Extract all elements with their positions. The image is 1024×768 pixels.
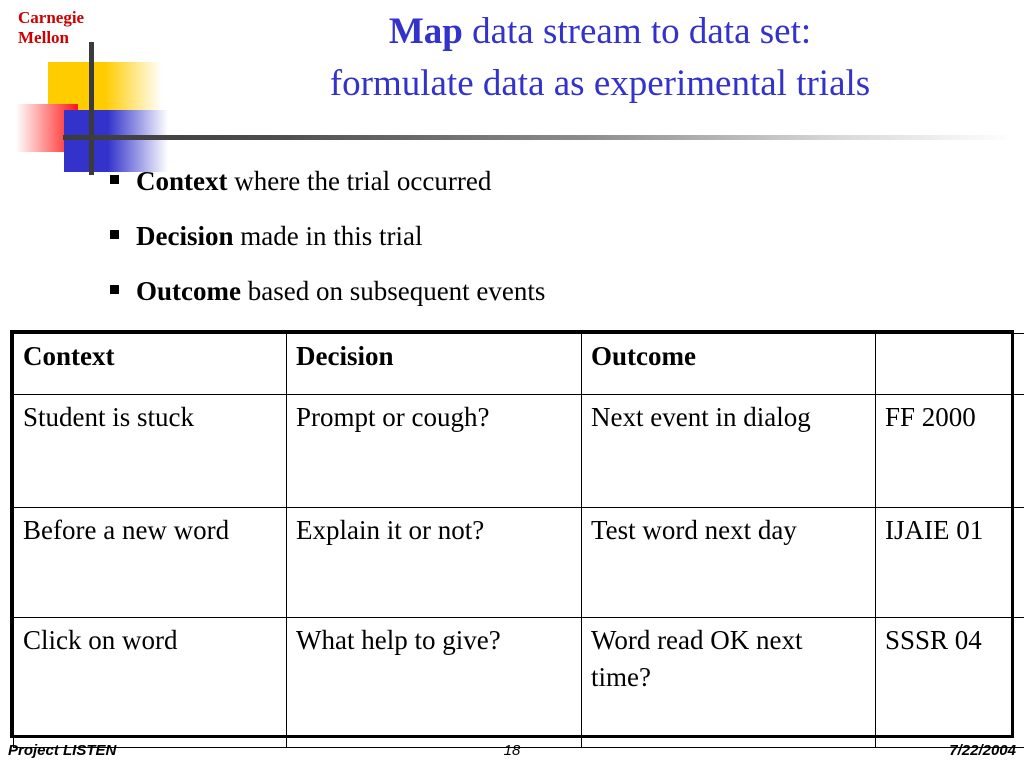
footer-page-number: 18 [503, 742, 521, 759]
bullet-list: Context where the trial occurred Decisio… [110, 166, 890, 331]
bullet-item-text: Decision made in this trial [136, 221, 422, 252]
logo-blue-square [64, 110, 108, 172]
slide-title-line-1-rest: data stream to data set: [462, 11, 812, 52]
table-row: Click on word What help to give? Word re… [13, 617, 1024, 748]
bullet-item-text: Context where the trial occurred [136, 166, 491, 197]
table-cell-context: Click on word [13, 617, 287, 748]
square-bullet-icon [110, 230, 119, 239]
table-header-outcome: Outcome [581, 333, 876, 395]
bullet-item: Decision made in this trial [110, 221, 890, 276]
table-header-context: Context [13, 333, 287, 395]
table-cell-reference: IJAIE 01 [875, 507, 1024, 618]
bullet-item-keyword: Context [136, 166, 228, 196]
table-row: Student is stuck Prompt or cough? Next e… [13, 394, 1024, 508]
slide-footer: Project LISTEN 18 7/22/2004 [0, 742, 1024, 768]
slide-title-emphasis: Map [388, 11, 463, 52]
table-header-row: Context Decision Outcome [13, 333, 1024, 395]
square-bullet-icon [110, 285, 119, 294]
bullet-item: Outcome based on subsequent events [110, 276, 890, 331]
table-cell-decision: Explain it or not? [286, 507, 582, 618]
logo-line-2: Mellon [18, 28, 69, 47]
table-cell-decision: What help to give? [286, 617, 582, 748]
footer-project-name: Project LISTEN [8, 742, 117, 759]
slide-title-line-2: formulate data as experimental trials [329, 63, 871, 104]
slide-title: Map data stream to data set: formulate d… [190, 6, 1010, 110]
table-cell-reference: FF 2000 [875, 394, 1024, 508]
bullet-item-detail: made in this trial [233, 221, 423, 251]
table-cell-context: Before a new word [13, 507, 287, 618]
bullet-item-keyword: Decision [136, 221, 234, 251]
header-horizontal-rule [63, 135, 1013, 140]
slide-title-line-1: Map data stream to data set: [190, 6, 1010, 58]
table-cell-decision: Prompt or cough? [286, 394, 582, 508]
trial-structure-table: Context Decision Outcome Student is stuc… [10, 330, 1024, 748]
square-bullet-icon [110, 175, 119, 184]
bullet-item-detail: where the trial occurred [227, 166, 492, 196]
table-cell-reference: SSSR 04 [875, 617, 1024, 748]
logo-vertical-rule [89, 42, 94, 175]
bullet-item-text: Outcome based on subsequent events [136, 276, 545, 307]
logo-line-1: Carnegie [18, 8, 85, 27]
table-header-reference [875, 333, 1024, 395]
table-cell-outcome: Test word next day [581, 507, 876, 618]
footer-date: 7/22/2004 [949, 742, 1016, 759]
table-row: Before a new word Explain it or not? Tes… [13, 507, 1024, 618]
bullet-item-keyword: Outcome [136, 276, 241, 306]
table-cell-outcome: Word read OK next time? [581, 617, 876, 748]
logo-blue-gradient [108, 110, 168, 172]
table-cell-context: Student is stuck [13, 394, 287, 508]
table-cell-outcome: Next event in dialog [581, 394, 876, 508]
table-header-decision: Decision [286, 333, 582, 395]
bullet-item: Context where the trial occurred [110, 166, 890, 221]
bullet-item-detail: based on subsequent events [240, 276, 546, 306]
